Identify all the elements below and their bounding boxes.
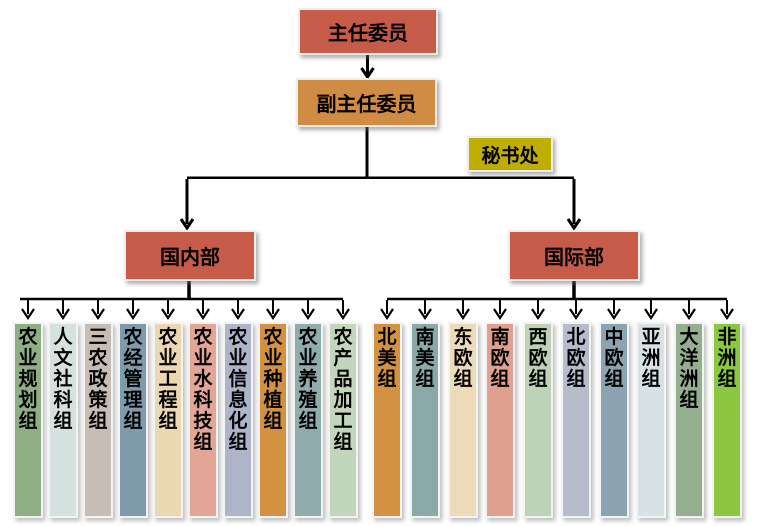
international-group-label: 北欧组	[566, 327, 586, 390]
domestic-group-9: 农业养殖组	[293, 322, 323, 518]
node-vice-chairman: 副主任委员	[296, 78, 437, 127]
international-group-label: 亚洲组	[641, 327, 661, 390]
node-chairman-label: 主任委员	[328, 23, 408, 45]
international-group-label: 北美组	[377, 327, 397, 390]
international-group-5: 西欧组	[523, 322, 553, 518]
domestic-group-4: 农经管理组	[118, 322, 148, 518]
international-group-label: 南欧组	[490, 327, 510, 390]
domestic-group-label: 农业规划组	[18, 327, 38, 432]
domestic-group-8: 农业种植组	[258, 322, 288, 518]
international-group-1: 北美组	[372, 322, 402, 518]
domestic-group-7: 农业信息化组	[223, 322, 253, 518]
domestic-group-label: 人文社科组	[53, 327, 73, 432]
domestic-group-label: 三农政策组	[88, 327, 108, 432]
node-vice-chairman-label: 副主任委员	[316, 94, 417, 116]
international-group-6: 北欧组	[561, 322, 591, 518]
domestic-group-6: 农业水科技组	[188, 322, 218, 518]
domestic-group-label: 农业信息化组	[228, 327, 248, 453]
node-domestic-dept: 国内部	[124, 230, 256, 281]
international-group-10: 非洲组	[712, 322, 742, 518]
domestic-group-2: 人文社科组	[48, 322, 78, 518]
domestic-group-3: 三农政策组	[83, 322, 113, 518]
international-group-8: 亚洲组	[636, 322, 666, 518]
international-group-2: 南美组	[410, 322, 440, 518]
node-chairman: 主任委员	[298, 8, 438, 55]
international-group-label: 大洋洲组	[679, 327, 699, 411]
node-international-dept: 国际部	[508, 230, 640, 281]
international-group-label: 非洲组	[717, 327, 737, 390]
international-group-3: 东欧组	[448, 322, 478, 518]
domestic-group-label: 农业种植组	[263, 327, 283, 432]
domestic-group-1: 农业规划组	[13, 322, 43, 518]
node-domestic-dept-label: 国内部	[160, 247, 220, 269]
domestic-group-label: 农业工程组	[158, 327, 178, 432]
international-group-label: 西欧组	[528, 327, 548, 390]
international-group-9: 大洋洲组	[674, 322, 704, 518]
international-group-label: 东欧组	[453, 327, 473, 390]
node-international-dept-label: 国际部	[544, 247, 604, 269]
node-secretariat: 秘书处	[467, 136, 553, 172]
domestic-group-label: 农经管理组	[123, 327, 143, 432]
domestic-group-5: 农业工程组	[153, 322, 183, 518]
domestic-group-label: 农产品加工组	[333, 327, 353, 453]
international-group-label: 中欧组	[604, 327, 624, 390]
domestic-group-label: 农业养殖组	[298, 327, 318, 432]
domestic-group-10: 农产品加工组	[328, 322, 358, 518]
node-secretariat-label: 秘书处	[481, 145, 539, 167]
international-group-4: 南欧组	[485, 322, 515, 518]
domestic-group-label: 农业水科技组	[193, 327, 213, 453]
international-group-label: 南美组	[415, 327, 435, 390]
international-group-7: 中欧组	[599, 322, 629, 518]
